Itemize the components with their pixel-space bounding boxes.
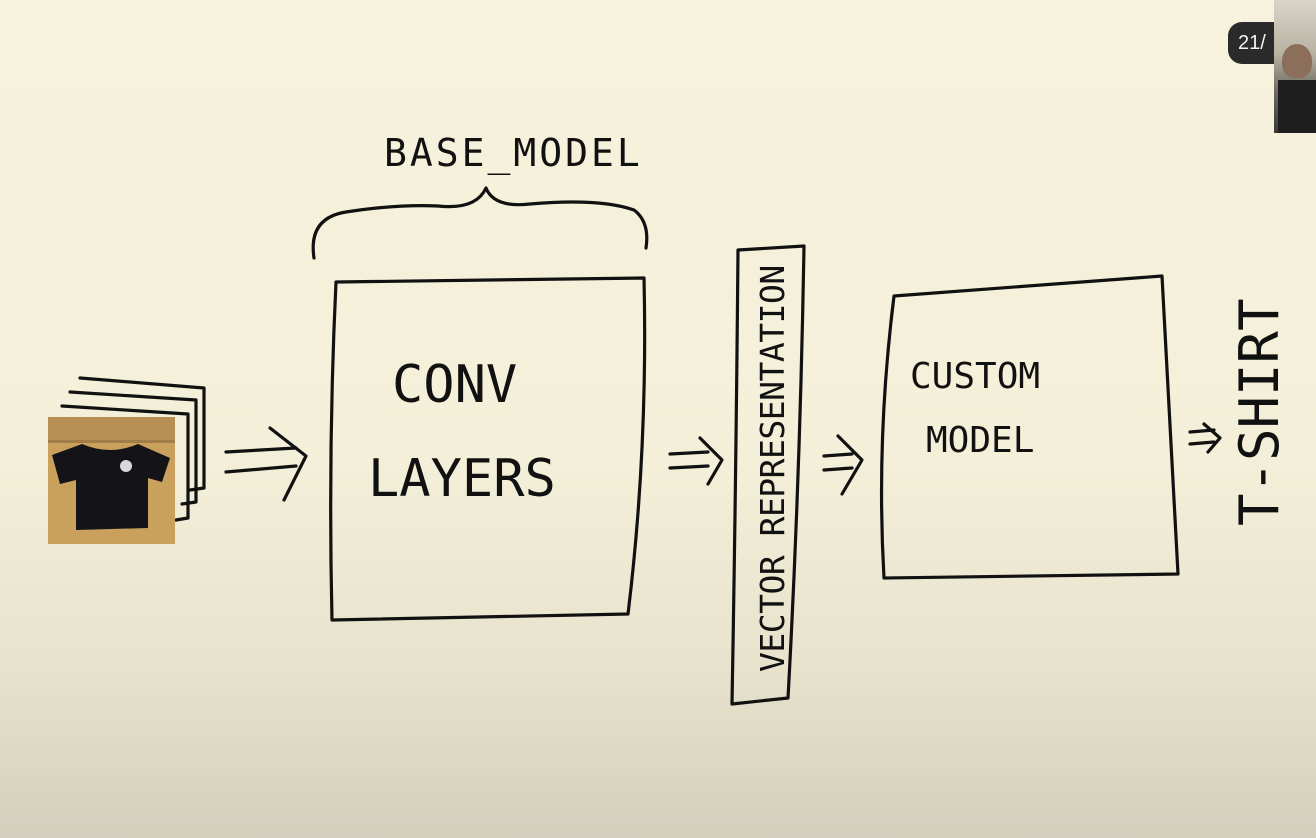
webcam-thumbnail: [1274, 0, 1316, 133]
custom-model-box: [879, 274, 1180, 580]
conv-box-line2: LAYERS: [368, 449, 556, 509]
input-image-stack: [48, 376, 206, 544]
arrow-input-to-conv: [224, 426, 308, 502]
base-model-label: BASE_MODEL: [384, 131, 643, 176]
arrow-conv-to-vector: [668, 436, 724, 486]
presenter-silhouette: [1282, 44, 1312, 78]
arrow-vector-to-custom: [822, 434, 864, 496]
base-model-brace: [311, 186, 649, 260]
custom-box-line2: MODEL: [926, 420, 1034, 461]
conv-layers-box: [329, 276, 647, 622]
vector-representation-bar: [730, 244, 806, 706]
conv-box-line1: CONV: [392, 355, 517, 415]
output-label: T-SHIRT: [1228, 298, 1291, 526]
chair-silhouette: [1278, 80, 1316, 133]
custom-box-line1: CUSTOM: [910, 356, 1040, 397]
tshirt-photo: [48, 417, 175, 544]
arrow-custom-to-output: [1188, 422, 1222, 454]
vector-representation-label: VECTOR REPRESENTATION: [753, 265, 792, 672]
